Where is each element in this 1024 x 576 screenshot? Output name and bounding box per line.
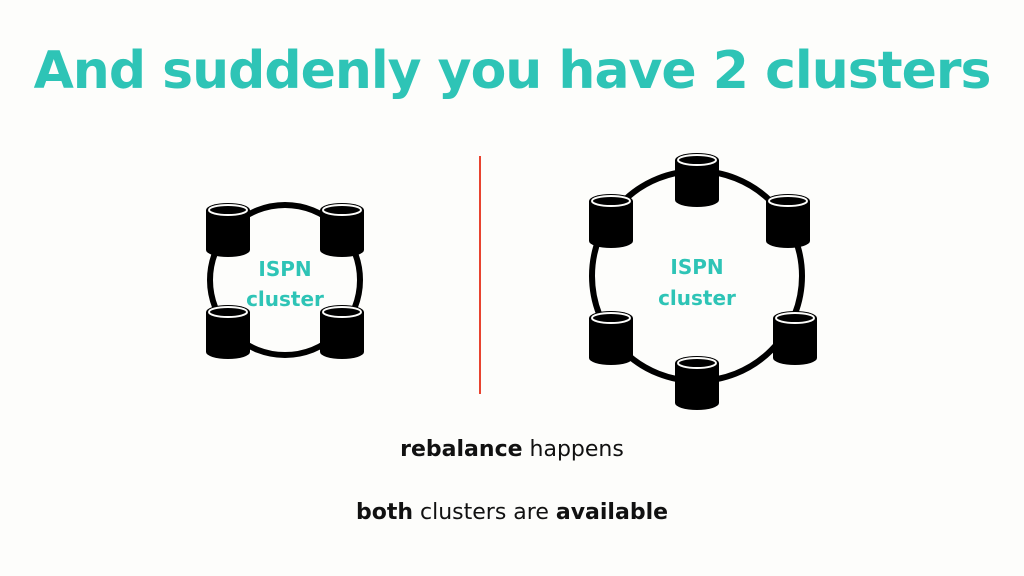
right-cluster: ISPN cluster — [588, 152, 818, 411]
right-cluster-label-line2: cluster — [658, 286, 736, 310]
database-icon — [772, 310, 818, 366]
caption-availability-bold-end: available — [555, 500, 669, 525]
database-icon — [674, 152, 720, 208]
caption-rebalance: rebalance happens — [0, 437, 1024, 462]
database-icon — [319, 304, 365, 360]
database-icon — [765, 193, 811, 249]
caption-rebalance-rest: happens — [522, 437, 624, 462]
caption-availability-middle: clusters are — [413, 500, 556, 525]
left-cluster-label-line2: cluster — [246, 287, 324, 311]
left-cluster-ring — [207, 202, 363, 358]
right-cluster-label-line1: ISPN — [670, 255, 723, 279]
database-icon — [205, 304, 251, 360]
database-icon — [205, 202, 251, 258]
database-icon — [588, 193, 634, 249]
slide-title: And suddenly you have 2 clusters — [33, 41, 992, 101]
caption-rebalance-bold: rebalance — [400, 437, 523, 462]
left-cluster: ISPN cluster — [205, 202, 365, 360]
caption-availability-bold-start: both — [355, 500, 414, 525]
database-icon — [674, 355, 720, 411]
caption-availability: both clusters are available — [0, 500, 1024, 525]
database-icon — [319, 202, 365, 258]
database-icon — [588, 310, 634, 366]
left-cluster-label-line1: ISPN — [258, 257, 311, 281]
